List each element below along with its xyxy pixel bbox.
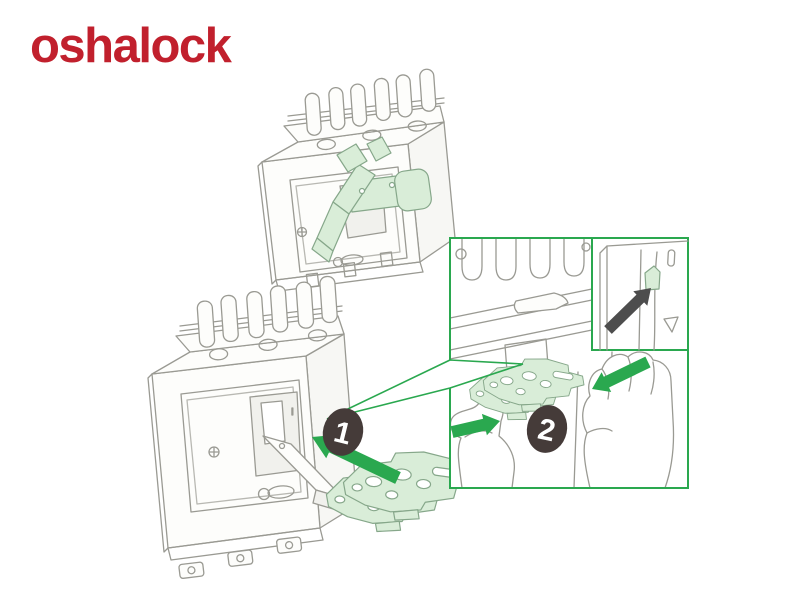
press-arrow-right	[592, 356, 651, 392]
step-2-number: 2	[535, 413, 558, 449]
mounting-feet	[178, 536, 303, 579]
step-2-badge: 2	[526, 405, 568, 453]
breaker-top-illustration	[257, 68, 456, 292]
detail-inset-border	[449, 237, 689, 489]
installed-lockout-device	[311, 136, 432, 263]
step-1-badge: 1	[322, 408, 364, 456]
breaker-bottom-terminals	[196, 275, 338, 361]
brand-logo: oshalock	[30, 19, 232, 73]
trip-position-triangle-icon	[663, 316, 679, 333]
on-position-label: I	[291, 407, 294, 418]
push-direction-arrow	[604, 288, 651, 334]
on-position-marker-icon	[667, 249, 676, 267]
press-arrow-left	[450, 413, 500, 438]
breaker-top-terminals	[304, 68, 437, 151]
green-release-tab	[644, 265, 661, 291]
magnifier-callout-lines	[326, 359, 524, 420]
toggle-inset	[591, 237, 689, 351]
